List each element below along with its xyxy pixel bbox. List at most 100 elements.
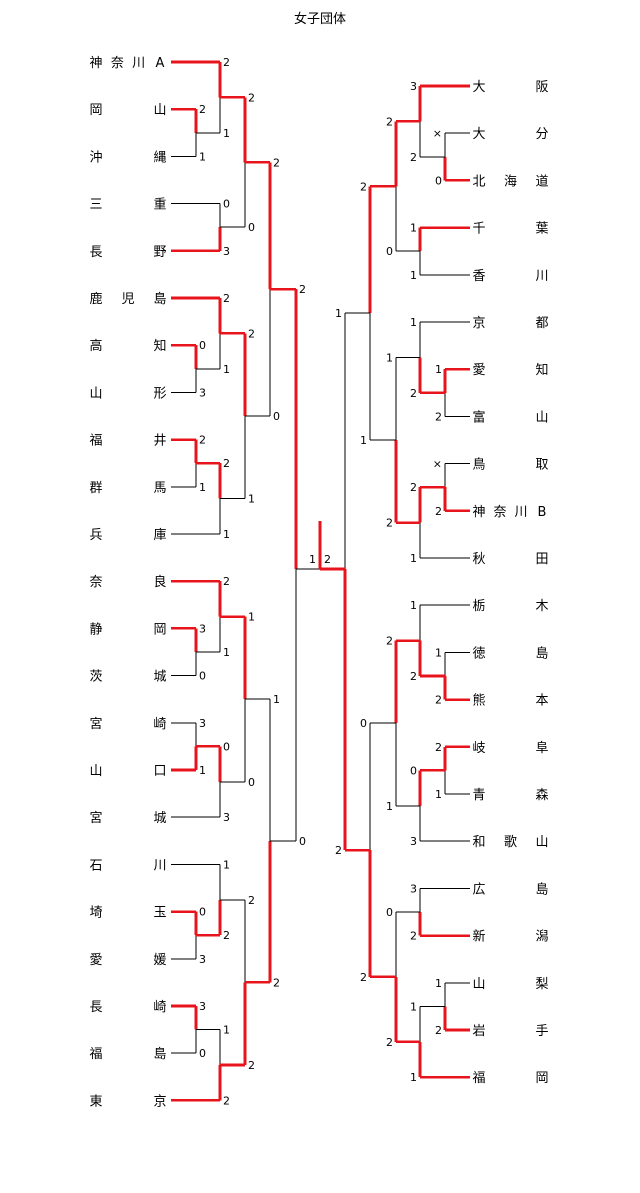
left-team-name-char: 岡 bbox=[89, 103, 102, 118]
score-label: 1 bbox=[435, 646, 442, 659]
score-label: 2 bbox=[435, 410, 442, 423]
right-team-name-char: 島 bbox=[535, 646, 548, 661]
left-team-name-char: 神 bbox=[89, 56, 102, 71]
right-team-name-char: 分 bbox=[535, 127, 548, 142]
score-label: 1 bbox=[273, 693, 280, 706]
score-label: 2 bbox=[248, 91, 255, 104]
left-team-name-char: 島 bbox=[153, 292, 166, 307]
left-team-name-char: 石 bbox=[89, 858, 102, 873]
score-label: 3 bbox=[199, 386, 206, 399]
left-team-name-char: 縄 bbox=[153, 150, 166, 165]
right-team-name-char: 山 bbox=[472, 977, 485, 992]
score-label: 1 bbox=[386, 351, 393, 364]
right-team-name-char: 岩 bbox=[472, 1024, 485, 1039]
score-label: 3 bbox=[410, 80, 417, 93]
right-team-name-char: 愛 bbox=[472, 363, 485, 378]
right-team-name-char: 香 bbox=[472, 269, 485, 284]
score-label: 1 bbox=[199, 764, 206, 777]
left-team-name-char: 宮 bbox=[89, 810, 102, 826]
right-team-name-char: 広 bbox=[472, 882, 485, 897]
score-label: 0 bbox=[435, 174, 442, 187]
score-label: 1 bbox=[435, 977, 442, 990]
score-label: 1 bbox=[360, 434, 367, 447]
right-team-name-char: 福 bbox=[472, 1071, 485, 1086]
left-team-name-char: 奈 bbox=[111, 56, 124, 71]
right-team-name-char: 富 bbox=[472, 409, 485, 425]
left-team-name-char: 崎 bbox=[153, 1000, 166, 1015]
left-team-name-char: 川 bbox=[132, 56, 145, 71]
right-team-name-char: 岡 bbox=[535, 1071, 548, 1086]
right-team-name-char: 海 bbox=[504, 174, 517, 189]
score-label: 3 bbox=[199, 1000, 206, 1013]
score-label: 2 bbox=[410, 151, 417, 164]
score-label: 3 bbox=[199, 953, 206, 966]
score-label: 1 bbox=[410, 269, 417, 282]
left-team-name-char: 川 bbox=[153, 858, 166, 873]
right-team-name-char: 岐 bbox=[472, 741, 485, 756]
score-label: 0 bbox=[199, 670, 206, 683]
score-label: 0 bbox=[248, 776, 255, 789]
score-label: × bbox=[433, 127, 442, 140]
score-label: 2 bbox=[435, 694, 442, 707]
score-label: 2 bbox=[435, 1024, 442, 1037]
right-team-name-char: 和 bbox=[472, 835, 485, 850]
score-label: 2 bbox=[223, 1094, 230, 1107]
score-label: 1 bbox=[223, 363, 230, 376]
score-label: × bbox=[433, 458, 442, 471]
score-label: 0 bbox=[299, 835, 306, 848]
score-label: 0 bbox=[199, 1047, 206, 1060]
score-label: 1 bbox=[199, 481, 206, 494]
right-team-name-char: 葉 bbox=[535, 222, 548, 237]
score-label: 1 bbox=[248, 611, 255, 624]
left-team-name-char: 崎 bbox=[153, 717, 166, 732]
right-team-name-char: 阪 bbox=[535, 80, 548, 95]
score-label: 2 bbox=[199, 103, 206, 116]
left-team-name-char: 三 bbox=[89, 198, 102, 213]
right-team-name-char: 栃 bbox=[472, 599, 485, 614]
left-team-name-char: 京 bbox=[153, 1094, 166, 1109]
score-label: 2 bbox=[386, 115, 393, 128]
score-label: 2 bbox=[248, 894, 255, 907]
left-team-name-char: 兵 bbox=[89, 528, 102, 543]
score-label: 1 bbox=[410, 1000, 417, 1013]
score-label: 2 bbox=[410, 481, 417, 494]
score-label: 0 bbox=[410, 764, 417, 777]
left-team-name-char: 群 bbox=[89, 481, 102, 496]
right-team-name-char: 道 bbox=[535, 174, 548, 189]
score-label: 1 bbox=[223, 1024, 230, 1037]
score-label: 2 bbox=[386, 517, 393, 530]
score-label: 2 bbox=[248, 1059, 255, 1072]
right-team-name-char: 徳 bbox=[472, 646, 485, 661]
bracket-title: 女子団体 bbox=[294, 11, 346, 27]
score-label: 1 bbox=[410, 1071, 417, 1084]
score-label: 1 bbox=[223, 646, 230, 659]
left-team-name-char: 長 bbox=[89, 1000, 102, 1015]
score-label: 2 bbox=[248, 327, 255, 340]
left-team-name-char: 重 bbox=[153, 197, 166, 213]
right-team-name-char: 手 bbox=[535, 1024, 548, 1039]
left-team-name-char: 庫 bbox=[153, 528, 166, 543]
bracket-lines bbox=[171, 60, 470, 1102]
left-team-name-char: 福 bbox=[89, 1047, 102, 1062]
final-score-left: 1 bbox=[309, 553, 316, 566]
score-label: 0 bbox=[386, 245, 393, 258]
score-label: 2 bbox=[299, 283, 306, 296]
right-team-name-char: 大 bbox=[472, 127, 485, 142]
left-team-name-char: 良 bbox=[153, 574, 166, 590]
score-label: 2 bbox=[410, 387, 417, 400]
score-label: 0 bbox=[273, 410, 280, 423]
score-label: 1 bbox=[410, 599, 417, 612]
right-team-name-char: 千 bbox=[472, 222, 485, 237]
right-team-name-char: 川 bbox=[514, 505, 527, 520]
score-label: 1 bbox=[223, 528, 230, 541]
score-label: 1 bbox=[335, 307, 342, 320]
left-team-name-char: 玉 bbox=[153, 906, 166, 921]
right-team-name-char: 熊 bbox=[472, 693, 485, 709]
score-label: 1 bbox=[410, 316, 417, 329]
right-team-name-char: 川 bbox=[535, 269, 548, 284]
score-label: 1 bbox=[248, 493, 255, 506]
score-label: 3 bbox=[199, 622, 206, 635]
left-team-name-char: 愛 bbox=[89, 953, 102, 968]
score-label: 3 bbox=[223, 811, 230, 824]
left-team-name-char: 静 bbox=[89, 622, 102, 637]
